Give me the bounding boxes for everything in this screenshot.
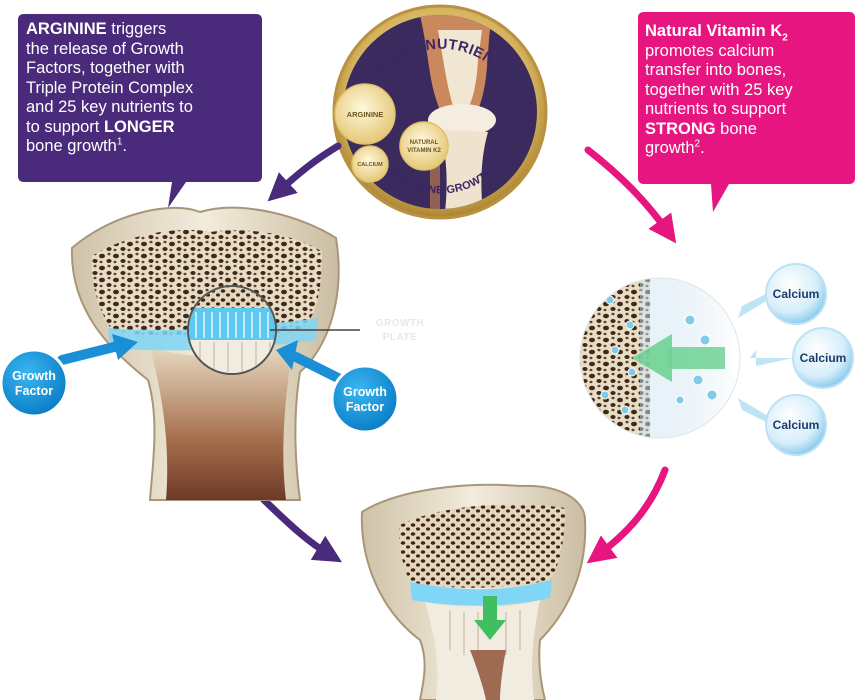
left-callout-line1: ARGININE triggers [26,20,252,40]
result-bone-cross-section [360,483,587,700]
arrow-calcium-to-result [586,466,669,564]
growth-factor-left-line1: Growth [12,369,56,383]
left-callout-footnote-1: 1 [116,136,123,148]
calcium-bubble-3-label: Calcium [773,418,820,432]
calcium-bubble-1: Calcium [765,263,827,325]
growth-factor-right-line2: Factor [346,400,384,414]
left-callout-line3: Factors, together with [26,59,185,77]
growth-factor-bubble-right: Growth Factor [330,364,400,434]
growth-plate-label-line1: GROWTH [376,318,425,329]
right-callout-line6: STRONG bone [645,120,845,140]
left-callout-line7-end: . [122,137,127,155]
right-callout-line3: transfer into bones, [645,61,787,79]
pill-arginine: ARGININE [334,83,396,145]
right-callout-line7-text: growth [645,139,695,157]
pill-calcium-label: CALCIUM [357,162,383,168]
growth-plate-label-line2: PLATE [383,332,418,343]
pill-vitamin-line2: VITAMIN K2 [407,148,441,154]
right-callout-line2: promotes calcium [645,41,775,60]
right-callout-line1-text: Natural Vitamin K [645,22,783,40]
right-callout-line4: together with 25 key [645,80,793,99]
nutrients-badge: 25 KEY NUTRIENTS FOR BONE GROWTH ARGININ… [332,4,548,220]
left-callout-line6: to support LONGER [26,118,252,138]
left-callout-line4: Triple Protein Complex [26,78,194,97]
pill-vitamin-k2: NATURAL VITAMIN K2 [399,121,449,171]
calcium-bubble-2: Calcium [792,327,854,389]
calcium-bubble-3: Calcium [765,394,827,456]
left-callout-line5: and 25 key nutrients to [26,98,193,116]
right-callout-line1: Natural Vitamin K2 [645,22,845,44]
calcium-bubble-1-label: Calcium [773,287,820,301]
left-callout-line2: the release of Growth [26,39,184,58]
calcium-transfer-panel [579,277,793,439]
growth-factor-left-line2: Factor [15,384,53,398]
growth-factor-right-line1: Growth [343,385,387,399]
arrow-badge-to-calcium [584,146,677,244]
growth-factor-bubble-left: Growth Factor [0,348,69,418]
left-callout-line7: bone growth1. [26,137,252,157]
right-callout-line7-end: . [700,139,705,157]
right-callout-line5: nutrients to support [645,100,787,118]
left-callout-line7-text: bone growth [26,137,117,155]
arrow-badge-to-left-bone [267,142,342,202]
right-callout-line6-bold: STRONG [645,119,716,138]
left-callout-line6-bold: LONGER [103,117,175,136]
right-callout-line1-sub: 2 [782,32,788,44]
pill-calcium: CALCIUM [351,145,389,183]
left-callout-line1-rest: triggers [106,20,167,38]
left-callout-line6-pre: to support [26,117,104,136]
left-callout-box [18,14,262,208]
right-callout-line6-rest: bone [715,119,757,138]
pill-vitamin-line1: NATURAL [410,140,439,146]
right-callout-box [638,12,855,212]
right-callout-line7: growth2. [645,139,845,159]
arrow-left-bone-to-result [260,496,343,563]
right-callout-text: Natural Vitamin K2 promotes calcium tran… [645,22,845,159]
left-bone-cross-section [57,206,360,501]
right-callout-footnote-2: 2 [694,138,701,150]
pill-arginine-label: ARGININE [347,110,384,119]
left-callout-text: ARGININE triggers the release of Growth … [26,20,252,157]
calcium-bubble-2-label: Calcium [800,351,847,365]
left-callout-bold-lead: ARGININE [26,20,107,38]
